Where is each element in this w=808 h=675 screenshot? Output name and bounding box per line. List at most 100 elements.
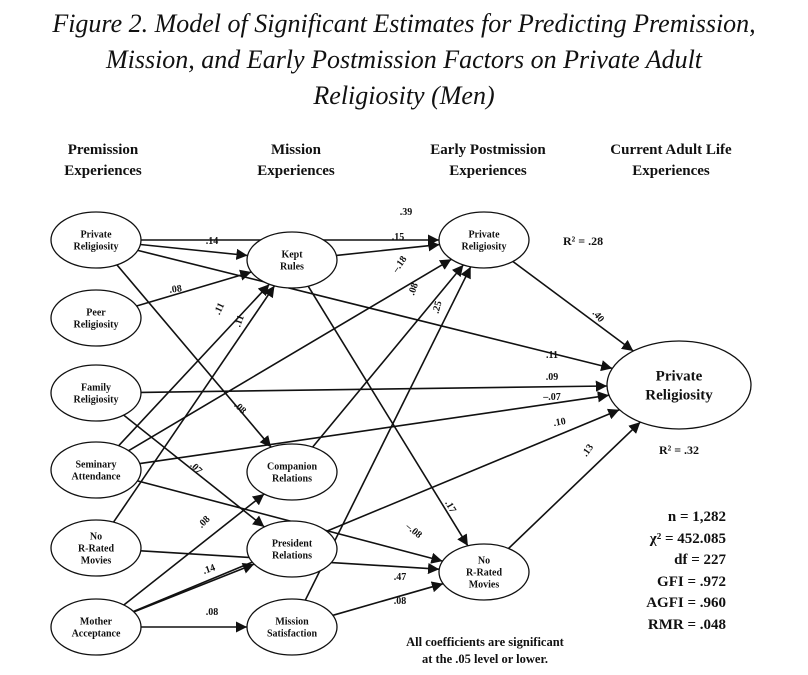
node-label-pre_seminary: Attendance: [72, 472, 121, 483]
path-coefficient-pre_norated-to-mis_kept: .11: [232, 314, 246, 329]
node-ellipse-pre_mother: [50, 598, 142, 656]
path-coefficient-mis_satisfaction-to-post_private: .25: [431, 300, 445, 315]
title-line-1: Figure 2. Model of Significant Estimates…: [52, 9, 756, 38]
path-coefficient-pre_mother-to-mis_satisfaction: .08: [206, 607, 219, 618]
node-ellipse-pre_peer: [50, 289, 142, 347]
node-label-pre_seminary: Seminary: [75, 460, 116, 471]
column-header-postmission: Early Postmission Experiences: [430, 142, 546, 179]
path-coefficient-mis_satisfaction-to-post_norated: .08: [394, 596, 407, 607]
node-label-post_norated: Movies: [469, 580, 500, 591]
stat-gfi: GFI = .972: [657, 573, 726, 590]
path-coefficient-pre_mother-to-mis_companion: .08: [196, 514, 213, 531]
path-coefficient-pre_private-to-post_private: .39: [400, 207, 413, 218]
path-arrow-pre_private-to-mis_companion: [116, 264, 272, 448]
node-ellipse-adult_private: [606, 340, 752, 430]
path-arrow-pre_seminary-to-post_private: [128, 258, 452, 452]
node-label-pre_peer: Peer: [86, 308, 106, 319]
node-label-adult_private: Private: [656, 369, 703, 385]
column-header-adult: Current Adult Life Experiences: [610, 142, 732, 179]
path-arrow-post_private-to-adult_private: [512, 260, 634, 352]
path-arrow-pre_private-to-adult_private: [137, 249, 613, 372]
node-label-mis_president: President: [272, 539, 313, 550]
stat-df: df = 227: [674, 552, 726, 568]
path-coefficient-post_norated-to-adult_private: .13: [580, 442, 596, 459]
path-coefficient-mis_kept-to-post_norated: .17: [442, 499, 458, 515]
node-label-pre_mother: Acceptance: [72, 629, 121, 640]
path-arrow-pre_mother-to-mis_companion: [123, 493, 265, 606]
column-header-premission: Premission Experiences: [64, 142, 142, 179]
path-arrow-mis_companion-to-post_private: [311, 264, 465, 448]
node-ellipse-pre_private: [50, 211, 142, 269]
node-label-post_private: Religiosity: [462, 242, 507, 253]
node-label-post_norated: No: [478, 556, 490, 567]
node-ellipse-post_private: [438, 211, 530, 269]
node-label-mis_kept: Kept: [281, 250, 303, 261]
node-label-mis_president: Relations: [272, 551, 312, 562]
r-squared-adult_private: R² = .32: [659, 443, 699, 457]
path-arrow-pre_family-to-adult_private: [140, 380, 608, 394]
node-label-pre_norated: No: [90, 532, 102, 543]
path-arrow-pre_mother-to-adult_private: [133, 408, 620, 613]
model-fit-statistics: n = 1,282 χ² = 452.085 df = 227 GFI = .9…: [586, 507, 726, 636]
node-label-pre_norated: Movies: [81, 556, 112, 567]
stat-n: n = 1,282: [667, 509, 726, 525]
path-coefficient-mis_kept-to-post_private: .15: [392, 232, 405, 243]
path-coefficient-pre_seminary-to-post_norated: –.08: [403, 521, 424, 541]
node-label-pre_mother: Mother: [80, 617, 113, 628]
path-coefficient-pre_mother-to-mis_president: .14: [201, 562, 217, 577]
node-label-mis_satisfaction: Mission: [275, 617, 309, 628]
node-label-mis_companion: Companion: [267, 462, 317, 473]
path-arrow-pre_seminary-to-mis_kept: [118, 283, 270, 447]
node-label-mis_kept: Rules: [280, 262, 304, 273]
title-line-3: Religiosity (Men): [313, 81, 495, 110]
stat-rmr: RMR = .048: [647, 616, 726, 633]
stat-chi-square: χ² = 452.085: [649, 530, 726, 547]
path-arrow-pre_norated-to-mis_kept: [112, 285, 276, 523]
node-label-mis_satisfaction: Satisfaction: [267, 629, 317, 640]
figure-title: Figure 2. Model of Significant Estimates…: [0, 6, 808, 114]
node-ellipse-mis_president: [246, 520, 338, 578]
path-arrow-post_norated-to-adult_private: [507, 421, 641, 550]
path-coefficient-pre_seminary-to-adult_private: –.07: [542, 392, 561, 403]
path-arrow-pre_private-to-mis_kept: [140, 243, 248, 260]
node-ellipse-pre_seminary: [50, 441, 142, 499]
path-coefficient-pre_seminary-to-post_private: –.18: [390, 254, 410, 275]
path-arrow-pre_peer-to-mis_kept: [136, 269, 252, 307]
node-label-pre_peer: Religiosity: [74, 320, 119, 331]
path-arrow-mis_kept-to-post_norated: [307, 285, 469, 547]
node-label-pre_family: Family: [81, 383, 111, 394]
path-coefficient-pre_family-to-mis_president: .07: [187, 460, 204, 477]
path-coefficient-pre_seminary-to-mis_kept: .11: [212, 301, 227, 316]
path-coefficient-pre_mother-to-adult_private: .10: [552, 416, 566, 429]
node-label-pre_family: Religiosity: [74, 395, 119, 406]
path-arrow-mis_satisfaction-to-post_norated: [332, 581, 444, 617]
path-coefficient-mis_companion-to-post_private: .08: [406, 281, 421, 297]
stat-agfi: AGFI = .960: [646, 595, 726, 611]
r-squared-post_private: R² = .28: [563, 234, 603, 248]
path-arrow-pre_seminary-to-adult_private: [139, 391, 610, 465]
path-coefficient-post_private-to-adult_private: .40: [590, 308, 606, 325]
node-ellipse-mis_satisfaction: [246, 598, 338, 656]
node-label-post_norated: R-Rated: [466, 568, 503, 579]
path-coefficient-pre_family-to-adult_private: .09: [546, 372, 559, 383]
path-arrow-pre_mother-to-mis_president: [133, 563, 255, 613]
significance-note: All coefficients are significant at the …: [406, 635, 564, 666]
node-label-pre_private: Religiosity: [74, 242, 119, 253]
title-line-2: Mission, and Early Postmission Factors o…: [105, 45, 703, 74]
node-ellipse-mis_kept: [246, 231, 338, 289]
node-ellipse-pre_family: [50, 364, 142, 422]
node-ellipse-post_norated: [438, 543, 530, 601]
node-label-pre_norated: R-Rated: [78, 544, 115, 555]
